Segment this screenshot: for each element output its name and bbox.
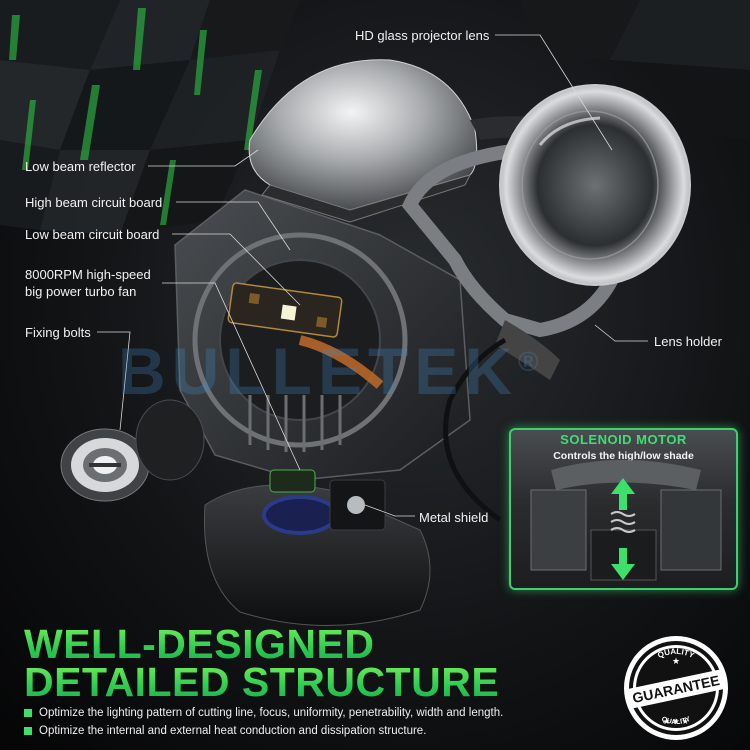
badge-star-icon: ★ [672, 656, 680, 666]
solenoid-title: SOLENOID MOTOR [560, 432, 687, 447]
down-arrow-icon [611, 548, 635, 580]
solenoid-subtitle: Controls the high/low shade [553, 450, 694, 462]
bullet-text: Optimize the lighting pattern of cutting… [39, 707, 504, 719]
badge-star-icon: ★ ★ ★ [663, 717, 689, 726]
quality-guarantee-badge: QUALITY GUARANTEE QUALITY ★ ★ ★ ★ [624, 636, 728, 740]
bullet-item: Optimize the internal and external heat … [24, 722, 503, 740]
brand-watermark: BULLETEK® [118, 333, 545, 409]
solenoid-motor-inset: SOLENOID MOTOR Controls the high/low sha… [509, 428, 738, 590]
label-high-beam-circuit-board: High beam circuit board [25, 195, 163, 210]
solenoid-illustration [530, 460, 722, 581]
headline-line2: DETAILED STRUCTURE [24, 659, 500, 705]
bullet-square-icon [24, 727, 32, 735]
bullet-text: Optimize the internal and external heat … [39, 725, 427, 737]
headline-line1: WELL-DESIGNED [24, 621, 375, 667]
registered-mark: ® [517, 346, 545, 377]
badge-bottom-text: QUALITY [660, 716, 692, 726]
label-lens-holder: Lens holder [654, 334, 722, 349]
label-fixing-bolts: Fixing bolts [25, 325, 91, 340]
label-fan-line2: big power turbo fan [25, 284, 137, 299]
badge-top-text: QUALITY [656, 647, 696, 660]
bullet-item: Optimize the lighting pattern of cutting… [24, 704, 503, 722]
feature-bullets: Optimize the lighting pattern of cutting… [24, 704, 503, 740]
label-low-beam-reflector: Low beam reflector [25, 159, 136, 174]
label-hd-glass-projector-lens: HD glass projector lens [355, 28, 490, 43]
watermark-text: BULLETEK [118, 334, 518, 408]
up-arrow-icon [611, 478, 635, 510]
label-fan-line1: 8000RPM high-speed [25, 267, 151, 282]
bullet-square-icon [24, 709, 32, 717]
label-metal-shield: Metal shield [419, 510, 489, 525]
label-low-beam-circuit-board: Low beam circuit board [25, 227, 160, 242]
